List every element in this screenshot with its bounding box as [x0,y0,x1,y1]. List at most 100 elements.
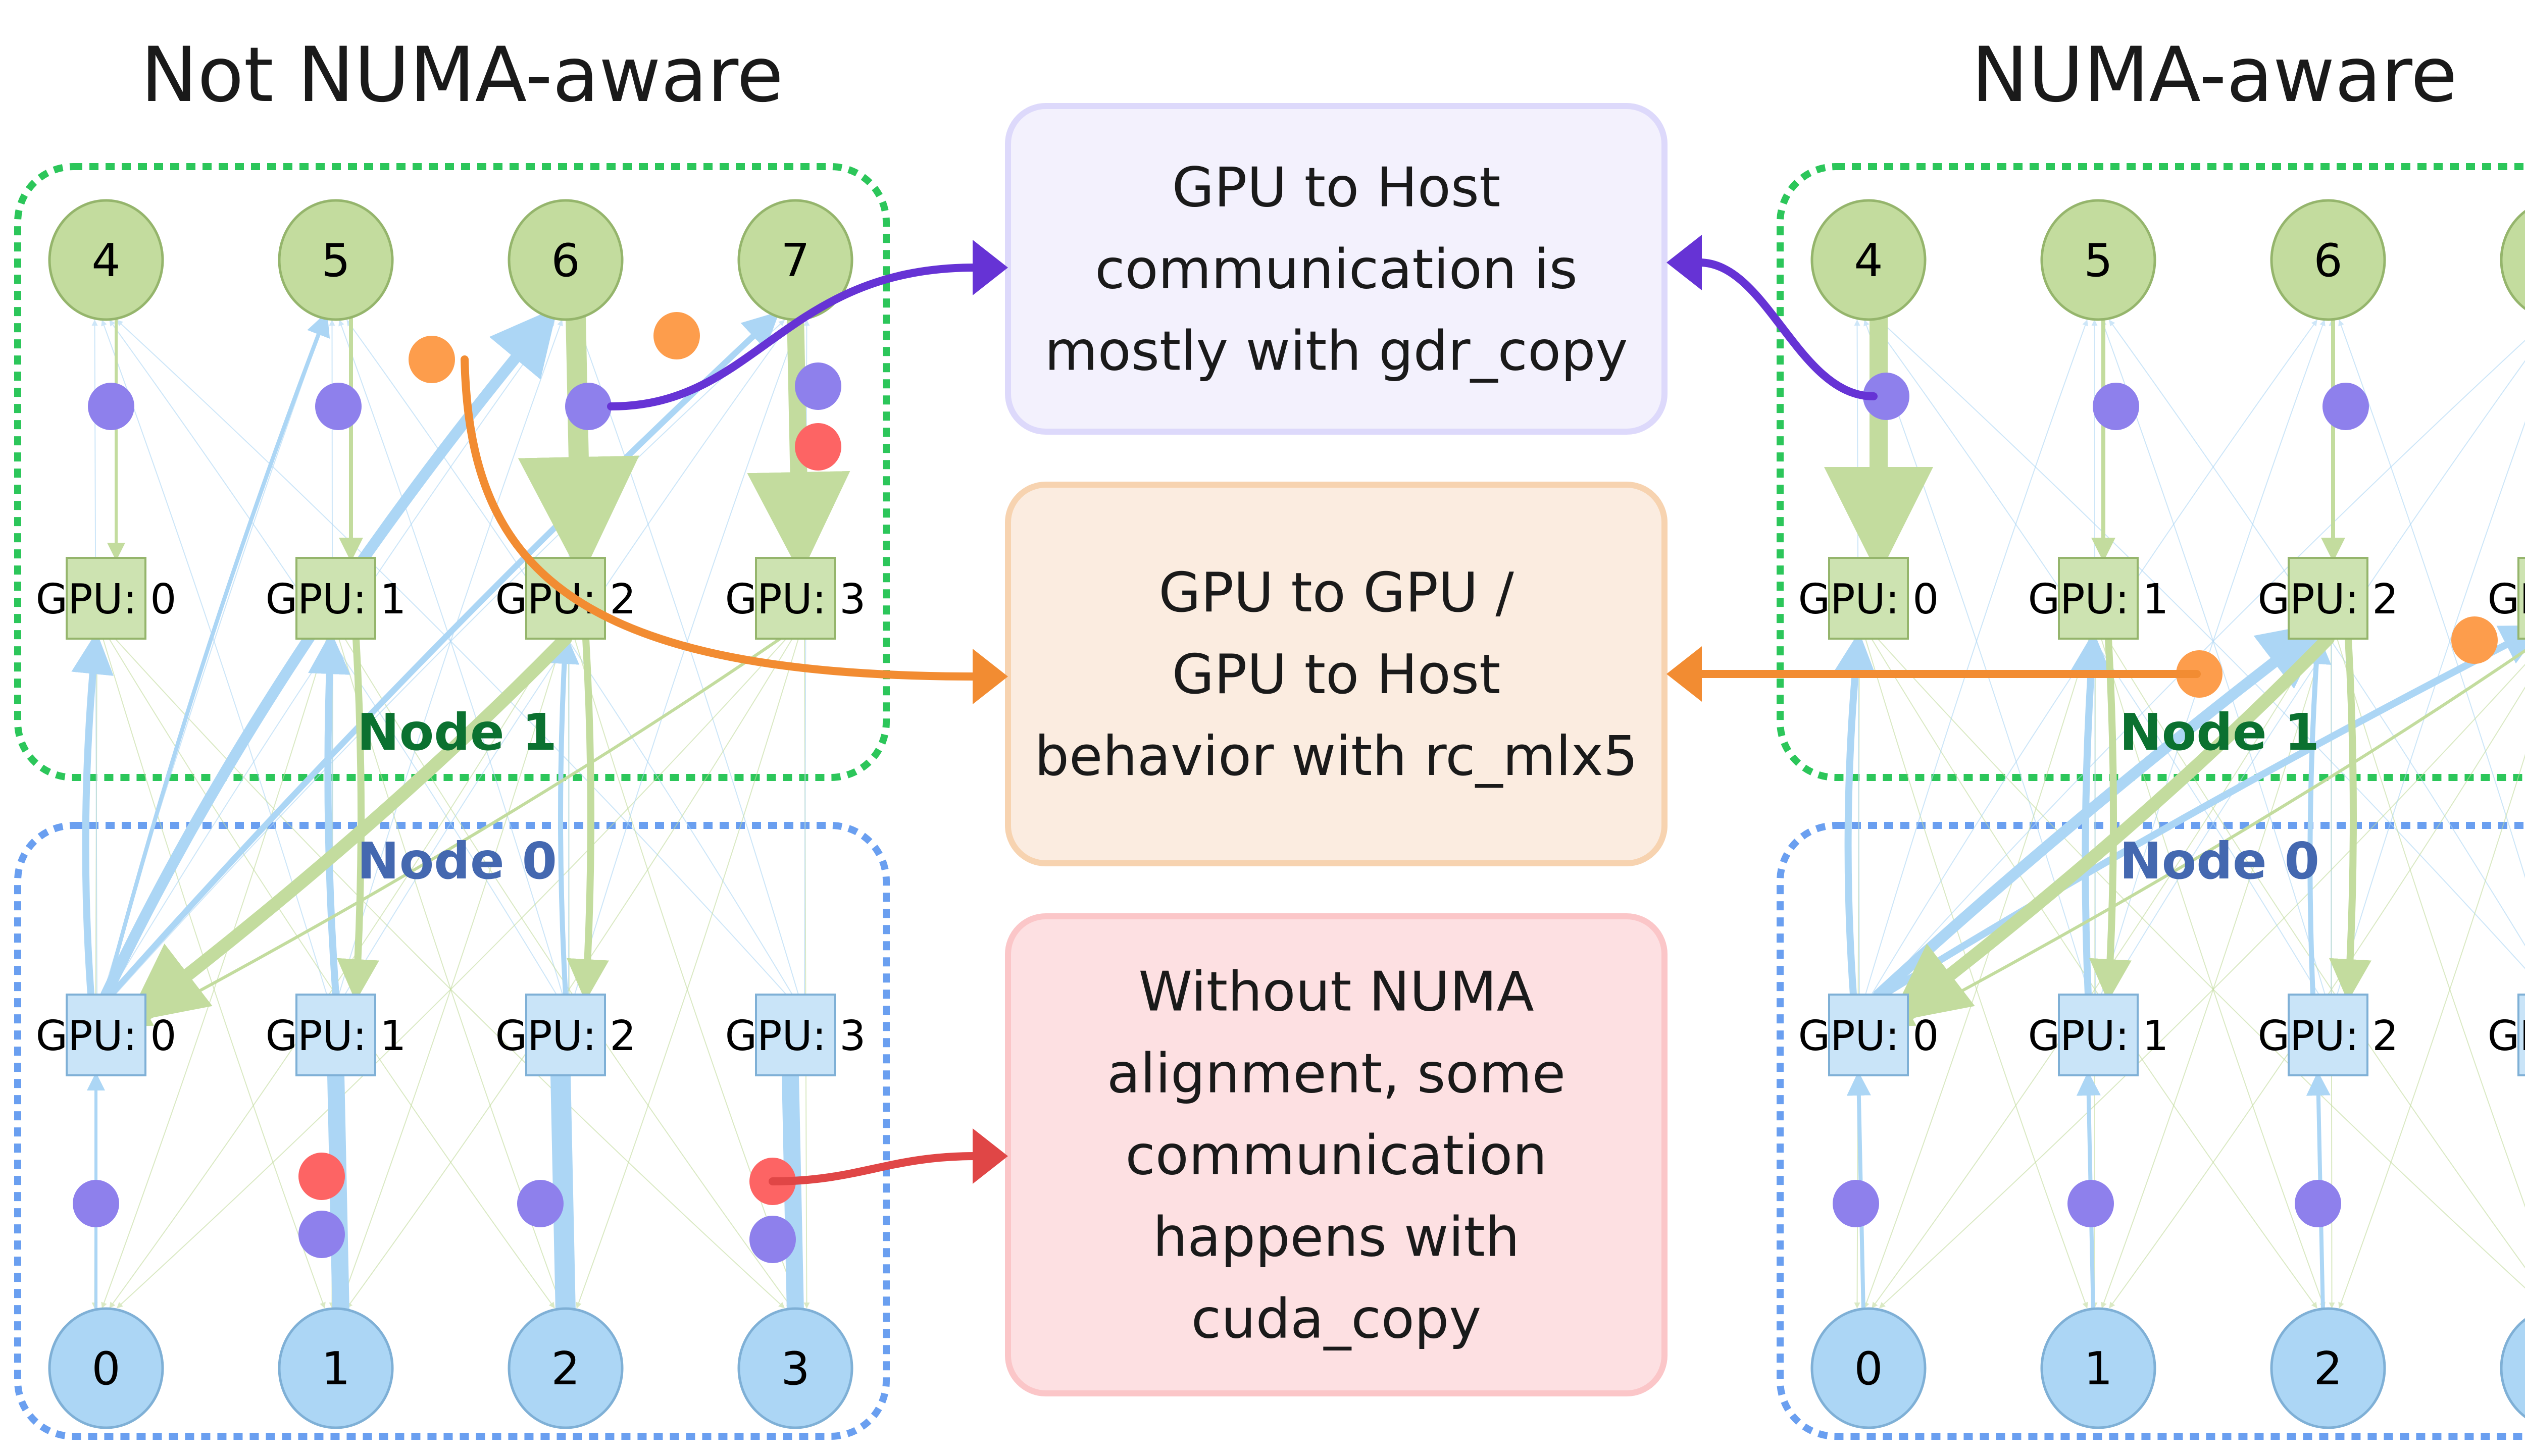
edge-heavy [1834,632,1876,998]
edge-heavy [518,305,639,578]
callout-text-line: behavior with rc_mlx5 [1034,725,1638,788]
gpu-box[interactable] [2517,557,2525,640]
edge-thin [2101,320,2326,995]
rank-node[interactable] [48,1307,164,1429]
edge-heavy [2329,635,2371,1002]
rank-node[interactable] [737,1307,853,1429]
edge-heavy [550,1065,576,1323]
rank-node[interactable] [508,1307,624,1429]
callout-rc_mlx5: GPU to GPU / GPU to Host behavior with rc_… [1005,482,1668,866]
rank-node[interactable] [1810,1307,1927,1429]
gpu-box[interactable] [525,994,606,1076]
gpu-label: GPU: 3 [2488,1012,2525,1060]
gpu-box[interactable] [295,557,376,640]
gpu-box[interactable] [2058,994,2139,1076]
edge-heavy [1896,649,2525,1026]
edge-thin [803,320,810,995]
marker-gdr-copy [749,1216,796,1263]
edge-heavy [126,632,572,1023]
gpu-box[interactable] [2058,557,2139,640]
gpu-box[interactable] [755,557,836,640]
callout-text-line: GPU to Host [1172,643,1501,706]
gpu-box[interactable] [1828,994,1909,1076]
marker-gdr-copy [2322,383,2369,430]
gpu-label: GPU: 2 [2258,576,2399,623]
connector-cuda-left [769,1152,979,1185]
edge-thin [1877,638,2525,1289]
gpu-box[interactable] [295,994,376,1076]
marker-gdr-copy [88,383,134,430]
marker-gdr-copy [517,1180,564,1227]
edge-heavy [782,1067,804,1321]
rank-node[interactable] [278,199,394,321]
title-numa-aware: NUMA-aware [1972,31,2457,119]
edge-thin [2337,421,2525,995]
rank-label: 1 [321,1342,350,1395]
callout-box [1005,913,1668,1396]
edge-thin [117,638,787,1309]
marker-rc-mlx5 [409,336,455,383]
gpu-label: GPU: 3 [725,576,866,623]
gpu-box[interactable] [2288,557,2368,640]
title-not-numa-aware: Not NUMA-aware [141,31,784,119]
rank-node[interactable] [2270,199,2386,321]
edge-thin [346,320,793,995]
edge-heavy [2089,635,2132,1002]
edge-heavy [549,634,580,997]
callout-connectors [461,235,2201,1185]
rank-label: 2 [551,1342,580,1395]
edge-thin [803,638,810,1309]
arrow-head-icon [973,240,1008,295]
rank-node[interactable] [2040,199,2156,321]
edge-thin [115,638,785,1309]
edge-thin [1879,320,2525,969]
rank-node[interactable] [48,199,164,321]
edge-thin [103,638,326,1309]
arrow-head-icon [973,649,1008,704]
gpu-box[interactable] [2288,994,2368,1076]
callout-text-line: communication [1125,1124,1547,1187]
callout-text-line: cuda_copy [1191,1288,1482,1351]
cluster-label-node0: Node 0 [357,831,557,891]
rank-node[interactable] [278,1307,394,1429]
gpu-box[interactable] [1828,557,1909,640]
cluster-label-node0: Node 0 [2119,831,2319,891]
marker-gdr-copy [315,383,362,430]
edge-thin [2101,638,2326,1309]
gpu-label: GPU: 3 [725,1012,866,1060]
rank-node[interactable] [1810,199,1927,321]
rank-label: 6 [2313,234,2342,287]
gpu-label: GPU: 1 [2028,576,2169,623]
gpu-box[interactable] [66,557,146,640]
rank-node[interactable] [2040,1307,2156,1429]
gpu-box[interactable] [66,994,146,1076]
connector-gdr-right [1695,258,1878,400]
gpu-box[interactable] [755,994,836,1076]
rank-label: 3 [781,1342,810,1395]
marker-cuda-copy [298,1153,345,1200]
rank-node[interactable] [2500,1309,2525,1428]
gpu-label: GPU: 1 [266,576,407,623]
edge-heavy [1873,621,2327,1000]
rank-label: 5 [321,234,350,287]
marker-gdr-copy [298,1211,345,1258]
edge-thin [2338,754,2525,1309]
rank-node[interactable] [2270,1307,2386,1429]
gpu-box[interactable] [2517,994,2525,1076]
edge-thin [1879,664,2525,1309]
edge-thin [101,638,327,1309]
rank-node[interactable] [508,199,624,321]
callout-text-line: GPU to GPU / [1158,561,1514,625]
cluster-node1-border [1777,163,2525,781]
marker-rc-mlx5 [2451,616,2498,664]
rank-node[interactable] [2500,200,2525,320]
edge-heavy [308,632,350,998]
edge-thin [338,638,563,1309]
edge-thin [1865,320,2088,995]
edge-heavy [108,311,780,998]
marker-rc-mlx5 [653,312,700,359]
edge-heavy [71,632,114,998]
edge-thin [574,638,800,1309]
